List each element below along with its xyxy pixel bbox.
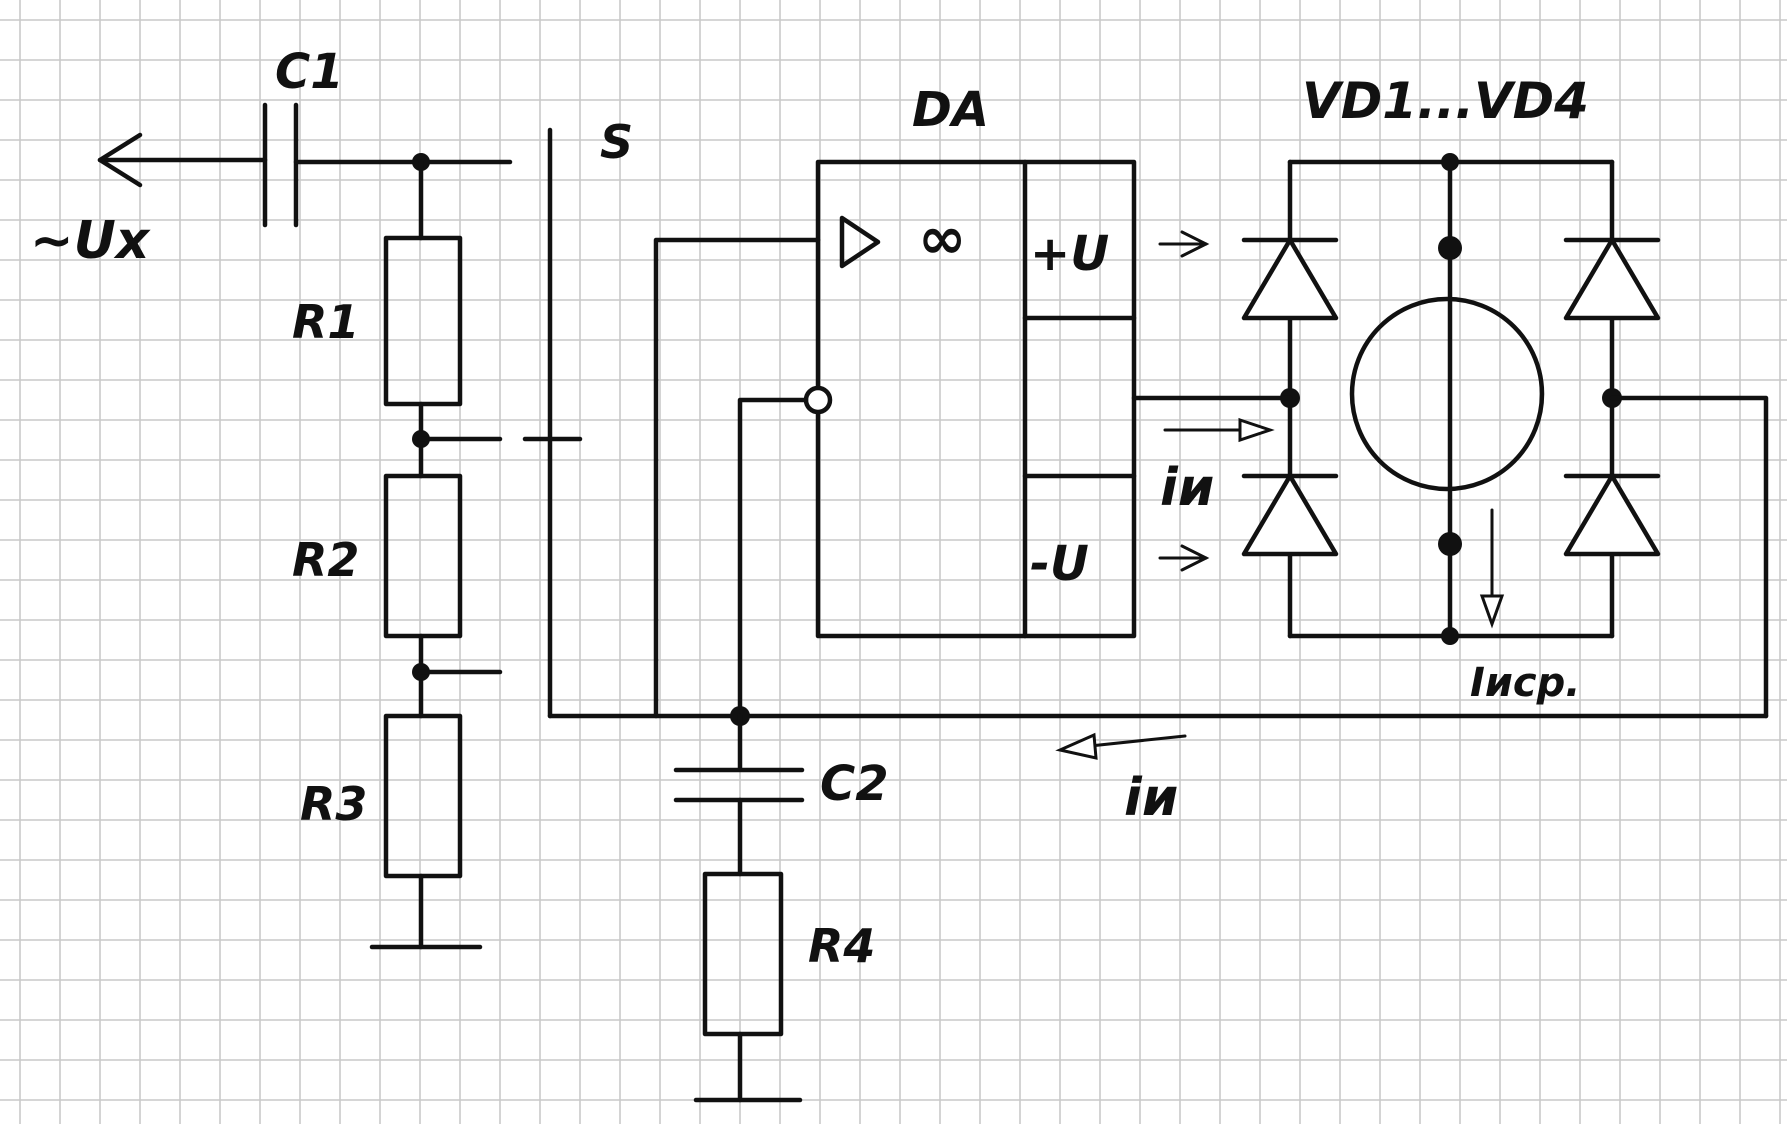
label-c1: C1: [275, 44, 344, 100]
wire-noninverting-input: [653, 237, 821, 719]
label-c2: C2: [820, 756, 889, 812]
diode-vd2: [1241, 473, 1339, 557]
label-r2: R2: [292, 533, 359, 587]
diode-vd1: [1241, 237, 1339, 321]
wire-inverting-input: [737, 397, 809, 719]
current-arrow-top-icon: [1163, 417, 1275, 443]
switch-s: [522, 127, 583, 719]
opamp-da: [803, 159, 1137, 639]
label-r4: R4: [808, 919, 875, 973]
label-plus-u: +U: [1030, 226, 1109, 282]
meter-circle: [1349, 296, 1545, 492]
diode-vd4: [1563, 473, 1661, 557]
inverting-input-circle: [803, 385, 833, 415]
label-infinity: ∞: [918, 204, 966, 272]
label-r3: R3: [300, 777, 367, 831]
label-current-bottom: iи: [1124, 768, 1178, 828]
minus-u-arrow-icon: [1158, 544, 1210, 572]
label-bridge: VD1...VD4: [1302, 72, 1589, 130]
label-current-top: iи: [1160, 458, 1214, 518]
label-da: DA: [912, 82, 989, 138]
label-s: S: [600, 115, 633, 169]
current-arrow-bottom-icon: [1055, 732, 1187, 760]
label-current-meter: Iиср.: [1470, 660, 1580, 706]
input-terminal: [97, 132, 268, 188]
resistor-r1: [383, 235, 463, 407]
wire-bridge-return: [1609, 395, 1769, 719]
plus-u-arrow-icon: [1158, 230, 1210, 258]
label-minus-u: -U: [1030, 536, 1089, 592]
current-arrow-meter-icon: [1479, 508, 1505, 629]
capacitor-c1: [262, 102, 299, 228]
capacitor-c2: [673, 767, 805, 803]
label-r1: R1: [292, 295, 359, 349]
diode-vd3: [1563, 237, 1661, 321]
label-ux: ~Ux: [30, 211, 151, 271]
resistor-r4: [702, 871, 784, 1037]
opamp-triangle-icon: [839, 215, 881, 269]
diode-bridge: [1241, 153, 1661, 645]
